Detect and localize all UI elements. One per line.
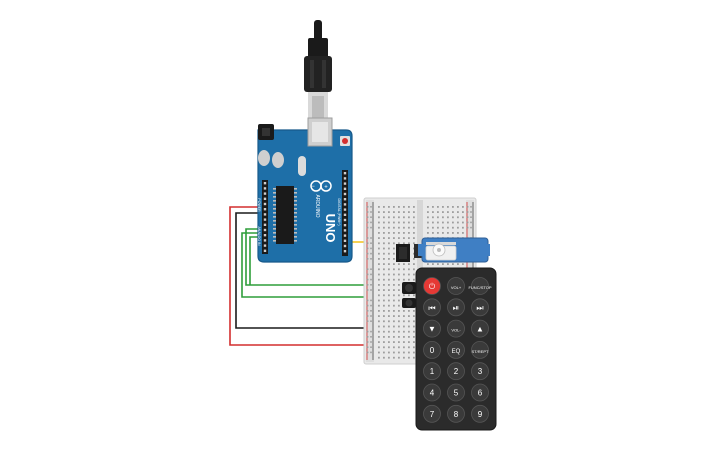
remote-key-label: ⏻ xyxy=(429,282,436,291)
atmega-chip xyxy=(276,186,294,244)
analog-header-label: ANALOG IN xyxy=(257,226,261,246)
remote-key-label: 9 xyxy=(478,410,483,419)
remote-key-row6-3[interactable]: 6 xyxy=(471,383,489,402)
remote-key-label: 0 xyxy=(430,346,435,355)
arduino-uno-board[interactable]: − + UNO ARDUINO DIGITAL (PWM~) ANALOG IN… xyxy=(257,117,353,263)
remote-key-label: 1 xyxy=(430,367,435,376)
remote-key-label: 2 xyxy=(454,367,459,376)
ir-receiver[interactable] xyxy=(402,282,416,308)
remote-key-row3-2[interactable]: VOL- xyxy=(447,319,465,338)
remote-key-row5-3[interactable]: 3 xyxy=(471,362,489,381)
arduino-logo: − + xyxy=(310,180,332,192)
remote-key-label: 3 xyxy=(478,367,483,376)
remote-key-row1-2[interactable]: VOL+ xyxy=(447,277,465,295)
remote-key-row4-1[interactable]: 0 xyxy=(423,340,441,359)
digital-header-label: DIGITAL (PWM~) xyxy=(337,198,341,225)
remote-key-row2-1[interactable]: ⏮ xyxy=(423,298,441,317)
remote-key-row6-1[interactable]: 4 xyxy=(423,383,441,402)
servo-motor[interactable] xyxy=(414,237,490,263)
remote-key-row5-2[interactable]: 2 xyxy=(447,362,465,381)
usb-cable[interactable] xyxy=(304,20,332,122)
remote-key-row4-3[interactable]: ST/REPT xyxy=(471,340,490,359)
servo-connector xyxy=(396,244,410,262)
remote-key-label: VOL+ xyxy=(451,285,462,290)
remote-key-row3-1[interactable]: ▼ xyxy=(423,319,441,338)
remote-key-label: 4 xyxy=(430,389,435,398)
green-wire-2 xyxy=(241,232,410,298)
remote-key-label: ⏯ xyxy=(453,303,459,312)
remote-key-row2-3[interactable]: ⏭ xyxy=(471,298,489,317)
remote-key-row7-3[interactable]: 9 xyxy=(471,404,489,423)
remote-key-label: 5 xyxy=(454,389,459,398)
remote-key-row7-1[interactable]: 7 xyxy=(423,404,441,423)
remote-key-label: EQ xyxy=(452,349,461,355)
green-wire-1 xyxy=(245,228,410,286)
svg-text:−: − xyxy=(311,184,315,190)
uno-logo-text: UNO xyxy=(323,214,338,243)
remote-key-row2-2[interactable]: ⏯ xyxy=(447,298,465,317)
remote-key-label: FUNC/STOP xyxy=(468,285,491,290)
ir-remote[interactable]: ⏻ VOL+ FUNC/STOP ⏮ ⏯ ⏭ ▼ VOL- ▲ 0 EQ ST/REPT 1 2 3 4 5 6 7… xyxy=(415,267,497,431)
red-wire xyxy=(229,206,372,346)
remote-key-label: ⏮ xyxy=(428,303,435,312)
remote-key-label: ST/REPT xyxy=(472,349,489,354)
remote-key-label: VOL- xyxy=(451,328,461,333)
remote-key-row1-3[interactable]: FUNC/STOP xyxy=(468,277,492,295)
remote-key-label: 6 xyxy=(478,389,483,398)
arduino-brand-text: ARDUINO xyxy=(314,194,320,217)
remote-key-row5-1[interactable]: 1 xyxy=(423,362,441,381)
remote-key-row6-2[interactable]: 5 xyxy=(447,383,465,402)
black-wire xyxy=(235,212,372,329)
svg-text:+: + xyxy=(324,185,328,191)
remote-key-label: ⏭ xyxy=(476,303,483,312)
remote-key-label: 8 xyxy=(454,410,459,419)
remote-key-row4-2[interactable]: EQ xyxy=(447,340,465,359)
remote-key-row1-1[interactable]: ⏻ xyxy=(423,277,441,295)
remote-key-label: 7 xyxy=(430,410,435,419)
remote-key-label: ▼ xyxy=(428,325,436,334)
remote-key-label: ▲ xyxy=(476,325,484,334)
remote-key-row7-2[interactable]: 8 xyxy=(447,404,465,423)
power-header-label: POWER xyxy=(257,198,261,212)
remote-key-row3-3[interactable]: ▲ xyxy=(471,319,489,338)
